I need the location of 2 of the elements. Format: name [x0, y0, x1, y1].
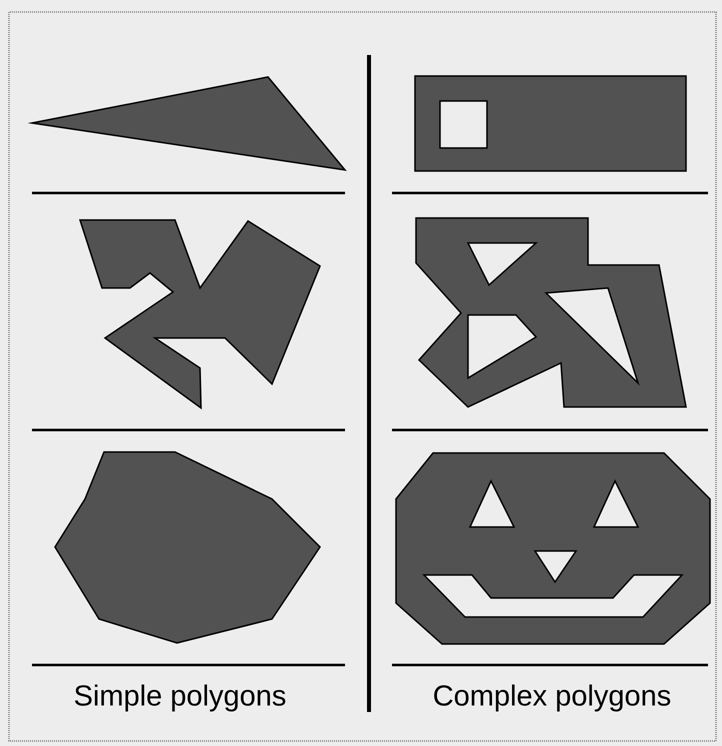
- caption: Simple polygons: [74, 684, 286, 712]
- caption: Complex polygons: [434, 684, 670, 712]
